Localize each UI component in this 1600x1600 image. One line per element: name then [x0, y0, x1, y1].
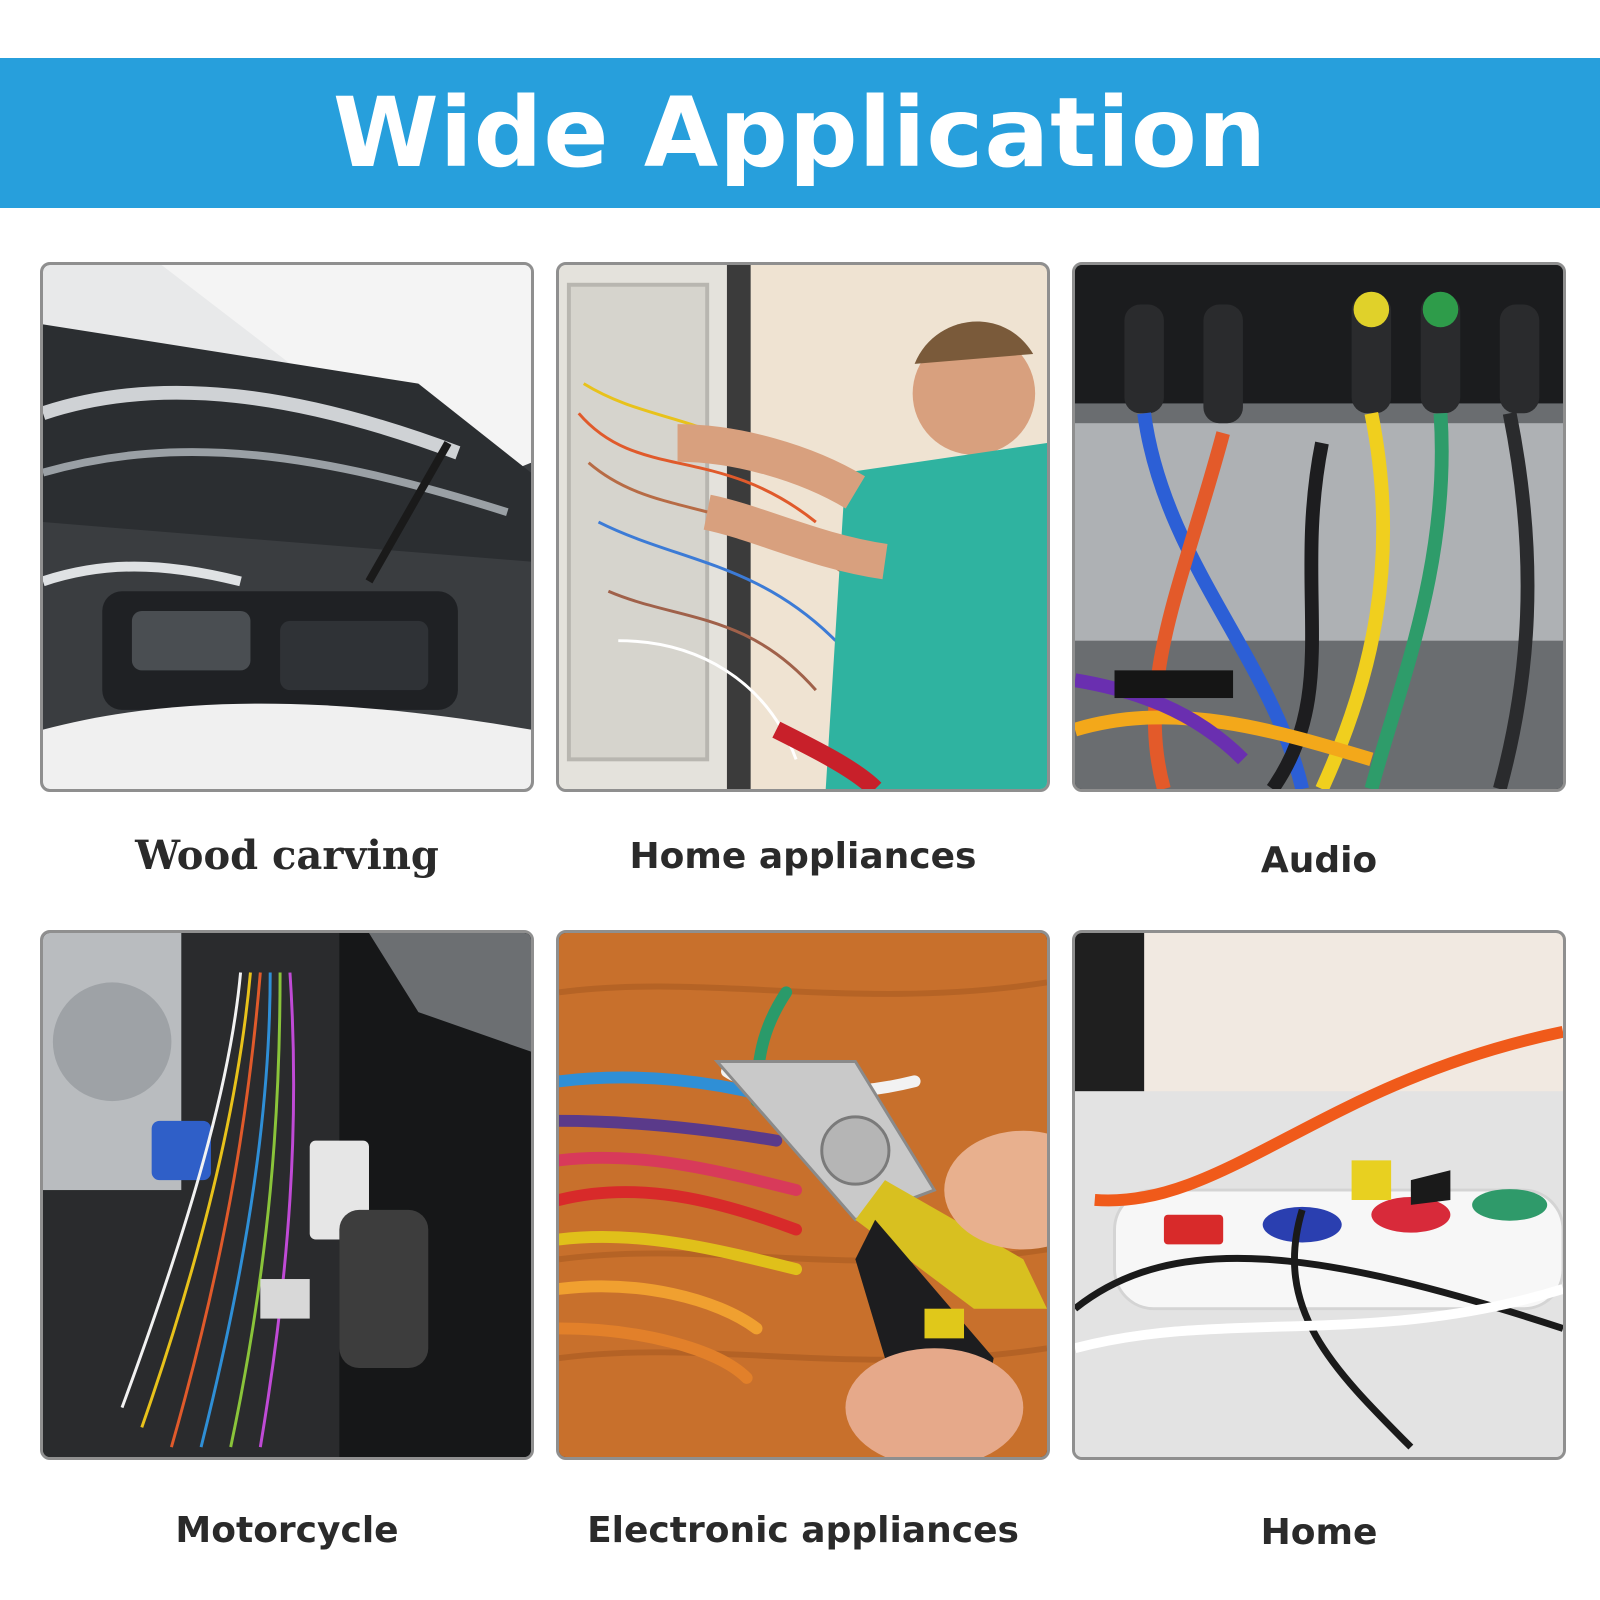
- tile-audio-cables: [1072, 262, 1566, 792]
- tile-electrician: [556, 262, 1050, 792]
- tile-caption: Motorcycle: [175, 1510, 399, 1551]
- tile-caption: Home: [1260, 1512, 1378, 1553]
- tile-caption: Audio: [1260, 840, 1378, 881]
- power-strip-image: [1075, 933, 1563, 1457]
- tile-caption: Wood carving: [135, 832, 439, 879]
- tile-wire-harness: [40, 930, 534, 1460]
- tile-power-strip: [1072, 930, 1566, 1460]
- audio-cables-image: [1075, 265, 1563, 789]
- tile-car-engine-bay: [40, 262, 534, 792]
- page-title: Wide Application: [332, 77, 1268, 189]
- header-banner: Wide Application: [0, 58, 1600, 208]
- car-engine-image: [43, 265, 531, 789]
- tile-caption: Home appliances: [629, 836, 977, 877]
- tile-caption: Electronic appliances: [587, 1510, 1019, 1551]
- tile-pliers-wires: [556, 930, 1050, 1460]
- wire-harness-image: [43, 933, 531, 1457]
- pliers-wires-image: [559, 933, 1047, 1457]
- electrician-image: [559, 265, 1047, 789]
